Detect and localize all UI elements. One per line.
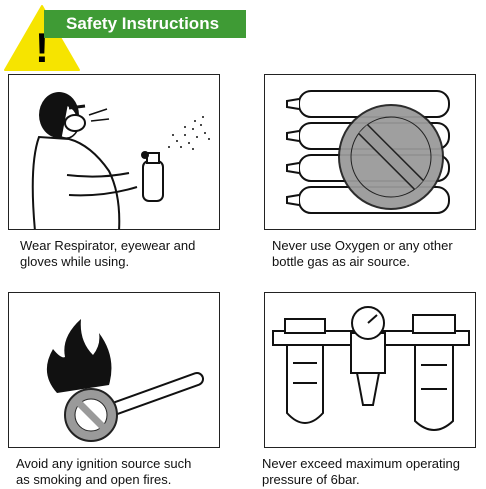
- no-fire-icon: [46, 319, 204, 442]
- panel-no-fire: [8, 292, 220, 448]
- caption-air-regulator: Never exceed maximum operating pressure …: [262, 456, 460, 487]
- page-title: Safety Instructions: [44, 10, 246, 38]
- caption-respirator: Wear Respirator, eyewear and gloves whil…: [20, 238, 196, 269]
- air-regulator-icon: [272, 306, 470, 431]
- warning-triangle-icon: !: [4, 5, 80, 71]
- respirator-spray-icon: [31, 92, 210, 229]
- panel-air-regulator: [264, 292, 476, 448]
- panel-no-oxygen: [264, 74, 476, 230]
- caption-no-fire: Avoid any ignition source such as smokin…: [16, 456, 192, 487]
- no-oxygen-bottle-icon: [286, 90, 450, 214]
- caption-no-oxygen: Never use Oxygen or any other bottle gas…: [272, 238, 453, 269]
- panel-respirator: [8, 74, 220, 230]
